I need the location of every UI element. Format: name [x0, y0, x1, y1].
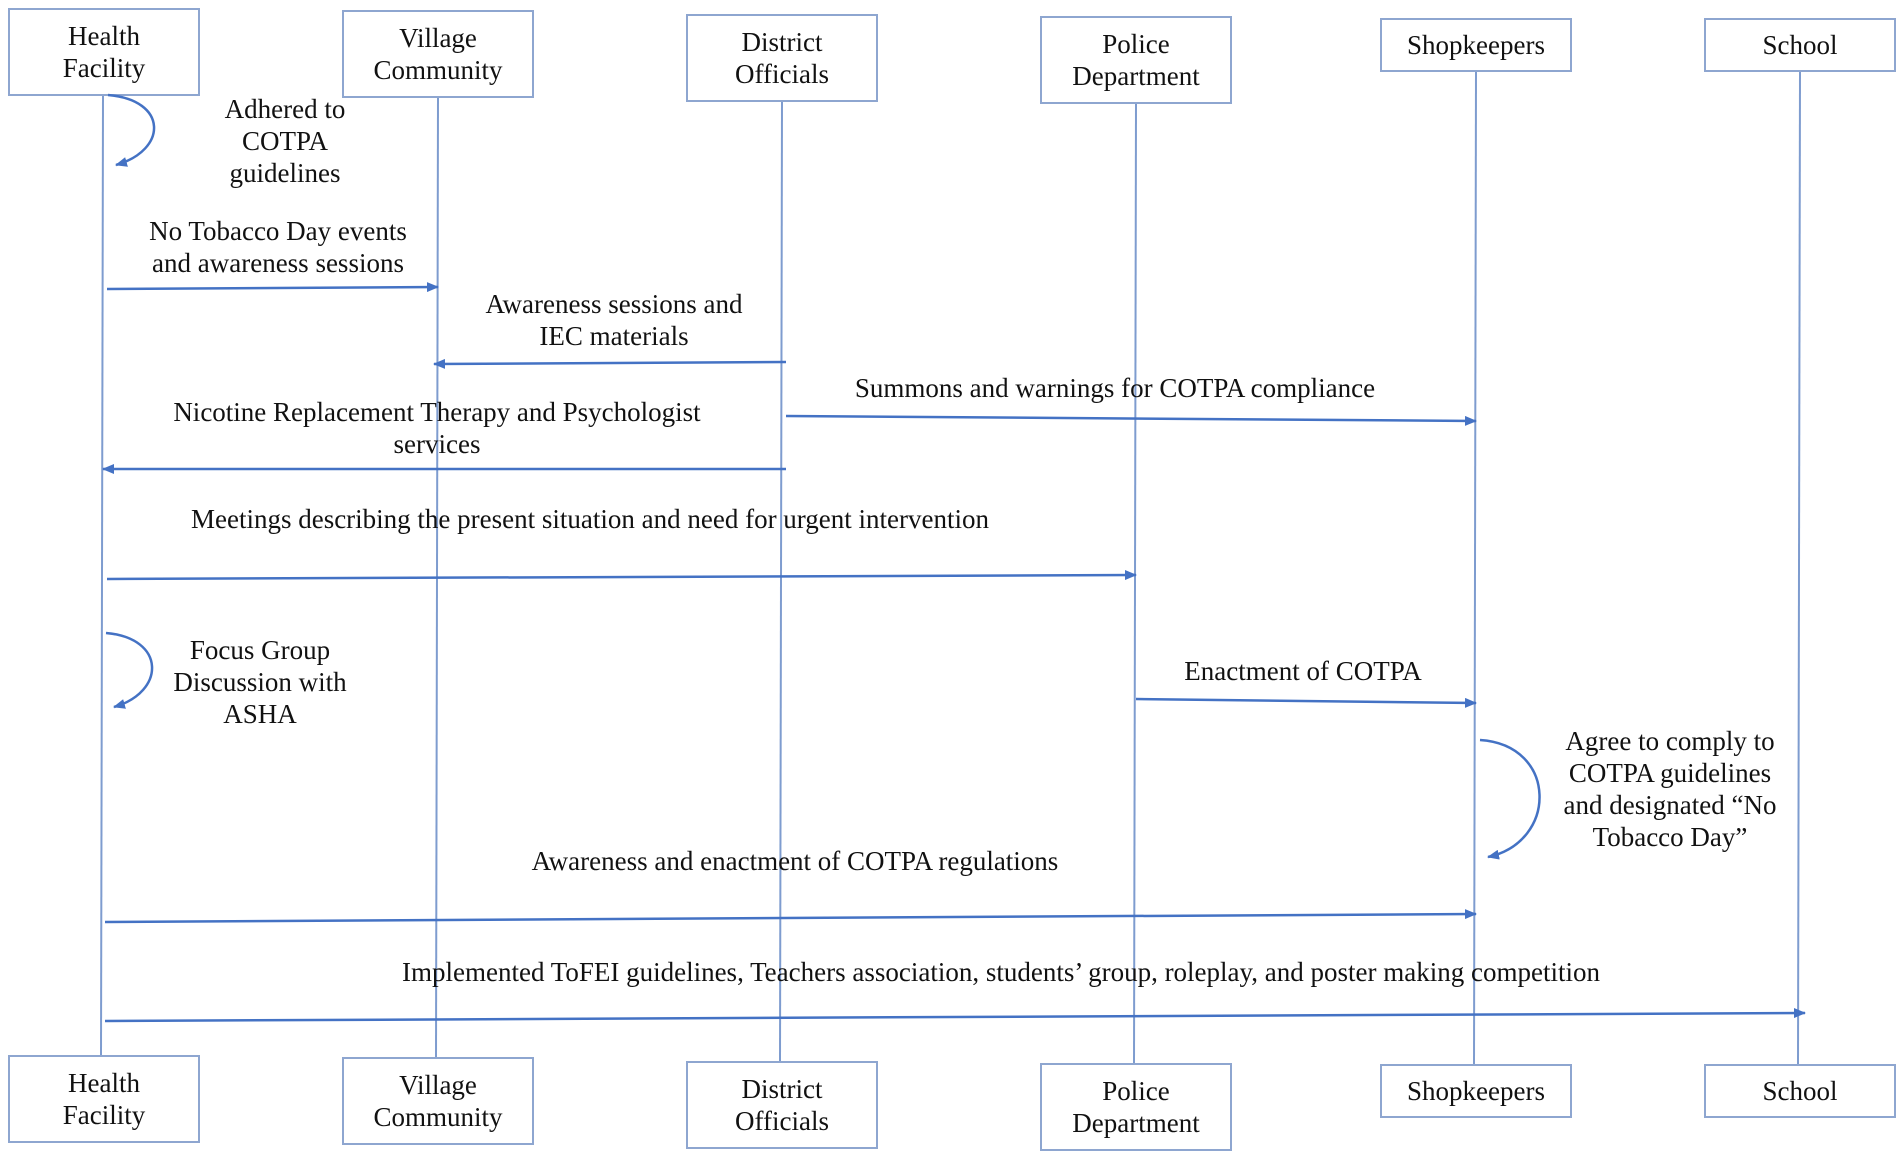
message-label: and designated “No — [1564, 790, 1777, 820]
message-label: COTPA guidelines — [1569, 758, 1771, 788]
actor-label: Shopkeepers — [1407, 30, 1545, 60]
actor-label: School — [1762, 1076, 1837, 1106]
message-4: Nicotine Replacement Therapy and Psychol… — [102, 397, 786, 474]
actor-box-frame — [1040, 16, 1232, 104]
self-message-arrow — [1479, 738, 1541, 860]
actor-box-frame — [8, 1055, 200, 1143]
actor-label: Department — [1072, 1108, 1200, 1138]
lifeline-shop — [1473, 70, 1477, 1066]
message-label: Implemented ToFEI guidelines, Teachers a… — [402, 957, 1600, 987]
actor-box-frame — [1380, 1064, 1572, 1118]
message-label: Meetings describing the present situatio… — [191, 504, 990, 534]
actor-box-shop-top: Shopkeepers — [1380, 18, 1572, 72]
actor-label: Health — [68, 1068, 140, 1098]
actor-box-shop-bottom: Shopkeepers — [1380, 1064, 1572, 1118]
message-label: Discussion with — [173, 667, 347, 697]
message-label: and awareness sessions — [152, 248, 404, 278]
actor-label: Facility — [63, 1100, 146, 1130]
actor-box-frame — [1704, 1064, 1896, 1118]
message-label: COTPA — [242, 126, 329, 156]
lifeline-school — [1797, 70, 1801, 1066]
message-7: Enactment of COTPA — [1135, 656, 1477, 708]
actor-label: Police — [1102, 29, 1170, 59]
actor-box-school-bottom: School — [1704, 1064, 1896, 1118]
actor-label: Officials — [735, 59, 829, 89]
message-arrow — [104, 1008, 1806, 1023]
message-arrow — [104, 909, 1477, 924]
message-arrow — [433, 358, 787, 369]
message-label: Agree to comply to — [1565, 726, 1774, 756]
actor-label: Village — [399, 1070, 477, 1100]
message-arrow — [785, 414, 1477, 426]
actor-label: Police — [1102, 1076, 1170, 1106]
self-message-arrow — [105, 631, 154, 709]
message-label: Focus Group — [190, 635, 330, 665]
message-label: Tobacco Day” — [1593, 822, 1748, 852]
actor-box-frame — [1704, 18, 1896, 72]
actor-label: Department — [1072, 61, 1200, 91]
message-arrow — [106, 282, 439, 293]
message-label: Enactment of COTPA — [1184, 656, 1422, 686]
actor-box-frame — [1380, 18, 1572, 72]
actor-label: Facility — [63, 53, 146, 83]
message-label: ASHA — [223, 699, 297, 729]
actor-box-frame — [1040, 1063, 1232, 1151]
actor-label: District — [742, 27, 823, 57]
message-9: Awareness and enactment of COTPA regulat… — [104, 846, 1477, 924]
actor-box-frame — [342, 10, 534, 98]
lifeline-health — [100, 94, 104, 1057]
message-3: Summons and warnings for COTPA complianc… — [785, 373, 1477, 426]
message-10: Implemented ToFEI guidelines, Teachers a… — [104, 957, 1806, 1023]
message-label: guidelines — [230, 158, 341, 188]
actor-label: Health — [68, 21, 140, 51]
actor-label: District — [742, 1074, 823, 1104]
message-label: services — [394, 429, 481, 459]
actor-box-frame — [686, 14, 878, 102]
message-label: Awareness sessions and — [486, 289, 743, 319]
actor-box-school-top: School — [1704, 18, 1896, 72]
actor-label: School — [1762, 30, 1837, 60]
message-label: Summons and warnings for COTPA complianc… — [855, 373, 1375, 403]
actor-box-frame — [686, 1061, 878, 1149]
message-label: Nicotine Replacement Therapy and Psychol… — [173, 397, 701, 427]
actor-label: Community — [373, 1102, 503, 1132]
actor-box-frame — [8, 8, 200, 96]
actor-label: Officials — [735, 1106, 829, 1136]
message-label: Adhered to — [225, 94, 346, 124]
message-arrow — [1135, 697, 1477, 708]
message-label: Awareness and enactment of COTPA regulat… — [532, 846, 1059, 876]
message-label: No Tobacco Day events — [149, 216, 407, 246]
message-5: Meetings describing the present situatio… — [106, 504, 1137, 581]
self-message-arrow — [107, 93, 156, 167]
message-arrow — [106, 570, 1137, 581]
actor-box-frame — [342, 1057, 534, 1145]
lifeline-district — [779, 100, 783, 1063]
actor-label: Community — [373, 55, 503, 85]
actor-label: Village — [399, 23, 477, 53]
lifeline-police — [1133, 102, 1137, 1065]
actor-label: Shopkeepers — [1407, 1076, 1545, 1106]
message-label: IEC materials — [539, 321, 688, 351]
